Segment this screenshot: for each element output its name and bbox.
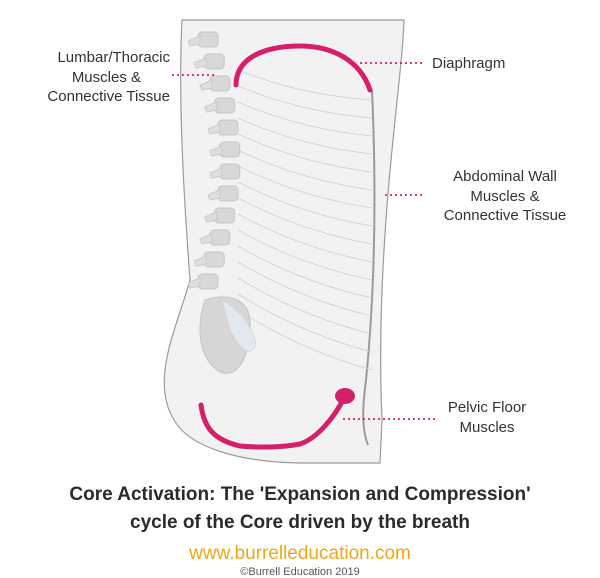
fascia-line	[237, 165, 373, 209]
vertebra-process	[203, 101, 218, 113]
vertebra	[203, 251, 225, 268]
label-abdominal-line-1: Abdominal Wall	[453, 168, 557, 185]
fascia-line	[237, 117, 373, 155]
fascia-line	[237, 133, 373, 173]
fascia-line	[237, 261, 373, 317]
label-diaphragm-line-1: Diaphragm	[432, 55, 506, 72]
label-diaphragm: Diaphragm	[432, 54, 505, 74]
pelvis-shape	[221, 299, 257, 352]
fascia-line	[237, 197, 373, 245]
vertebra-process	[209, 145, 223, 157]
vertebra	[214, 97, 236, 114]
label-abdominal-line-3: Connective Tissue	[443, 207, 567, 224]
label-abdominal-wall: Abdominal Wall Muscles & Connective Tiss…	[430, 167, 580, 226]
caption-line-1: Core Activation: The 'Expansion and Comp…	[69, 484, 531, 505]
vertebra-process	[207, 123, 221, 135]
vertebra	[219, 141, 241, 158]
fascia-line	[237, 149, 373, 191]
label-pelvic-line-2: Muscles	[459, 418, 515, 436]
vertebra-process	[207, 189, 221, 201]
fascia-line	[237, 101, 373, 137]
vertebra	[197, 273, 219, 290]
vertebra	[197, 31, 219, 48]
website-link[interactable]: www.burrelleducation.com	[189, 543, 411, 564]
fascia-line	[237, 277, 373, 335]
core-anatomy-diagram	[163, 19, 437, 464]
spine-illustration	[187, 31, 241, 290]
abdominal-inner-contour	[362, 89, 376, 446]
label-abdominal-line-2: Muscles &	[470, 187, 540, 205]
vertebra	[217, 119, 239, 136]
fascia-line	[237, 245, 373, 299]
vertebra-process	[199, 233, 213, 245]
vertebra	[219, 163, 241, 180]
vertebra	[217, 185, 239, 202]
fascia-line	[237, 85, 373, 119]
vertebra	[209, 75, 231, 92]
pelvic-floor-node	[335, 388, 355, 404]
label-pelvic-floor: Pelvic Floor Muscles	[437, 398, 537, 437]
label-pelvic-line-1: Pelvic Floor	[447, 399, 527, 416]
fascia-line	[237, 229, 373, 281]
label-lumbar-line-1: Lumbar/Thoracic	[57, 49, 170, 66]
vertebra-process	[193, 255, 207, 267]
copyright-text: ©Burrell Education 2019	[240, 566, 360, 578]
abdominal-fascia-lines	[237, 69, 373, 371]
vertebra	[203, 53, 225, 70]
vertebra	[214, 207, 236, 224]
vertebra-process	[209, 167, 223, 179]
vertebra	[209, 229, 231, 246]
fascia-line	[237, 181, 373, 227]
label-lumbar-thoracic: Lumbar/Thoracic Muscles & Connective Tis…	[47, 48, 170, 107]
vertebra-process	[193, 57, 207, 69]
vertebra-process	[187, 35, 201, 47]
diaphragm-curve	[233, 43, 373, 93]
fascia-line	[237, 69, 373, 101]
fascia-line	[237, 213, 373, 263]
pelvic-floor-curve	[198, 395, 347, 450]
label-lumbar-line-2: Muscles &	[71, 68, 141, 86]
fascia-line	[237, 293, 373, 353]
vertebra-process	[187, 277, 201, 289]
fascia-line	[237, 309, 373, 371]
caption-line-2: cycle of the Core driven by the breath	[130, 512, 470, 533]
vertebra-process	[203, 211, 218, 223]
vertebra-process	[199, 79, 213, 91]
label-lumbar-line-3: Connective Tissue	[47, 88, 170, 105]
